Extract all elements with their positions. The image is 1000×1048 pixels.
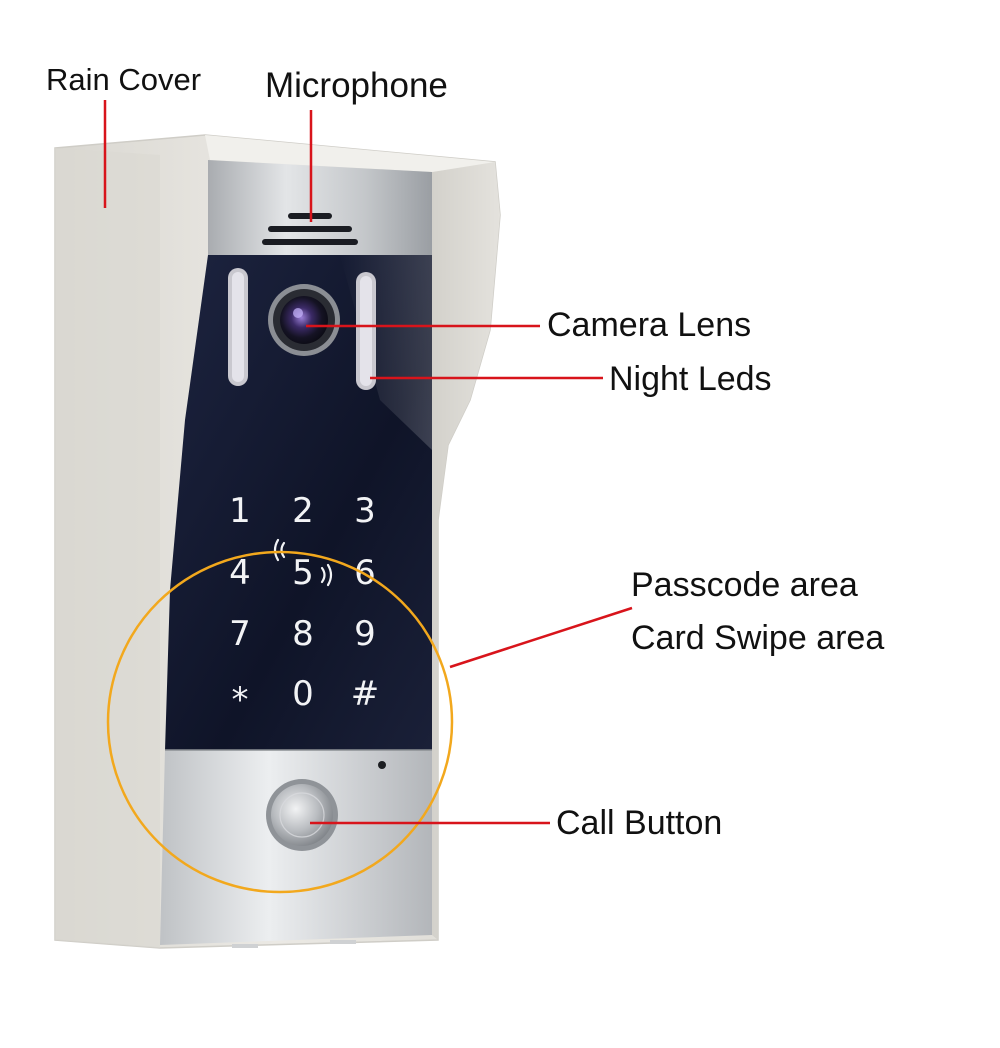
keypad-key: 7 [229, 614, 251, 654]
foot [232, 944, 258, 948]
keypad-key: 3 [354, 491, 376, 531]
keypad-key: 4 [229, 553, 251, 593]
night-leds [228, 268, 376, 390]
highlight-circle [106, 550, 454, 894]
night-leds-label: Night Leds [609, 360, 772, 398]
passcode-leader [449, 606, 633, 669]
keypad-key: 2 [292, 491, 314, 531]
foot [330, 940, 356, 944]
call-button [266, 779, 338, 851]
pinhole [378, 761, 386, 769]
card-swipe-area-label: Card Swipe area [631, 619, 885, 657]
keypad-key: 9 [354, 614, 376, 654]
leader-lines [103, 100, 633, 825]
keypad-key: * [232, 680, 249, 720]
keypad-key: 5 [292, 553, 314, 593]
camera-lens [268, 284, 340, 356]
call-button-label: Call Button [556, 804, 723, 842]
keypad-key: # [351, 674, 380, 714]
microphone-label: Microphone [265, 66, 448, 105]
keypad-key: 1 [229, 491, 251, 531]
rain-cover-label: Rain Cover [46, 62, 202, 97]
keypad-key: 0 [292, 674, 314, 714]
camera-lens-label: Camera Lens [547, 306, 752, 344]
keypad-key: 8 [292, 614, 314, 654]
nfc-wave-icon [273, 538, 333, 587]
passcode-area-label: Passcode area [631, 566, 858, 604]
